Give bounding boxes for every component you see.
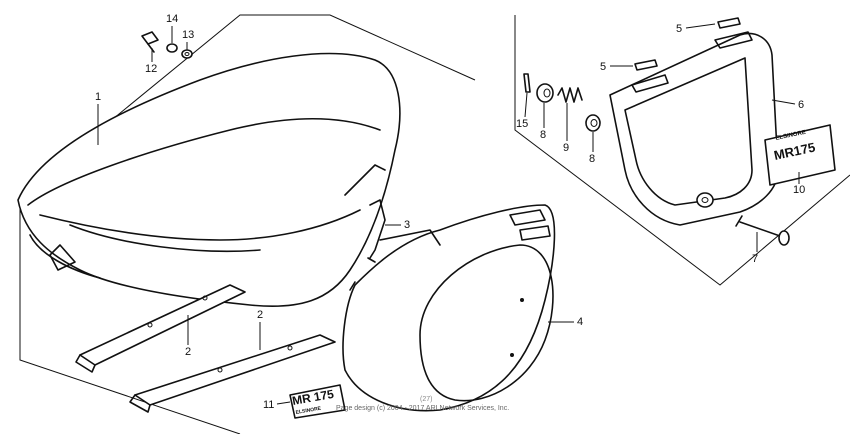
spring[interactable] — [557, 87, 583, 103]
screw[interactable] — [735, 215, 790, 246]
callout-3: 3 — [404, 219, 410, 231]
year-mark: (27) — [420, 396, 433, 403]
grommet-left[interactable] — [536, 83, 554, 103]
right-side-cover[interactable] — [609, 31, 779, 226]
emblem-left[interactable]: MR 175 ELSINORE — [289, 384, 346, 419]
right-panel-outline — [514, 15, 850, 286]
seat-rail-lower[interactable] — [129, 334, 336, 413]
seat-rail-upper[interactable] — [75, 284, 246, 373]
copyright-text: Page design (c) 2004 - 2017 ARI Network … — [336, 405, 510, 412]
callout-13: 13 — [182, 29, 194, 41]
callout-8b: 8 — [589, 153, 595, 165]
callout-7: 7 — [752, 253, 758, 265]
callout-12: 12 — [145, 63, 157, 75]
nut[interactable] — [181, 49, 193, 59]
left-panel-outline — [19, 14, 476, 434]
left-side-cover[interactable] — [342, 204, 556, 412]
clip-upper[interactable] — [717, 17, 741, 29]
callout-5a: 5 — [676, 23, 682, 35]
seat-bolt[interactable] — [141, 31, 159, 53]
callout-10: 10 — [793, 184, 805, 196]
callout-15: 15 — [516, 118, 528, 130]
grommet-right[interactable] — [585, 114, 601, 132]
emblem-right[interactable]: MR175 ELSINORE — [764, 124, 836, 186]
callout-5b: 5 — [600, 61, 606, 73]
seat[interactable] — [17, 52, 401, 308]
callout-4: 4 — [577, 316, 583, 328]
callout-2b: 2 — [257, 309, 263, 321]
clip-lower[interactable] — [634, 59, 658, 71]
pin[interactable] — [523, 73, 531, 93]
callout-2a: 2 — [185, 346, 191, 358]
callout-9: 9 — [563, 142, 569, 154]
callout-1: 1 — [95, 91, 101, 103]
clip-spring[interactable] — [367, 199, 386, 263]
callout-6: 6 — [798, 99, 804, 111]
callout-14: 14 — [166, 13, 178, 25]
callouts: 1 2 2 3 4 5 5 6 7 8 8 9 10 11 12 13 14 — [95, 13, 805, 411]
washer[interactable] — [166, 43, 178, 53]
emblem-left-badge-word: ELSINORE — [295, 406, 322, 416]
callout-8a: 8 — [540, 129, 546, 141]
callout-11: 11 — [263, 399, 274, 411]
